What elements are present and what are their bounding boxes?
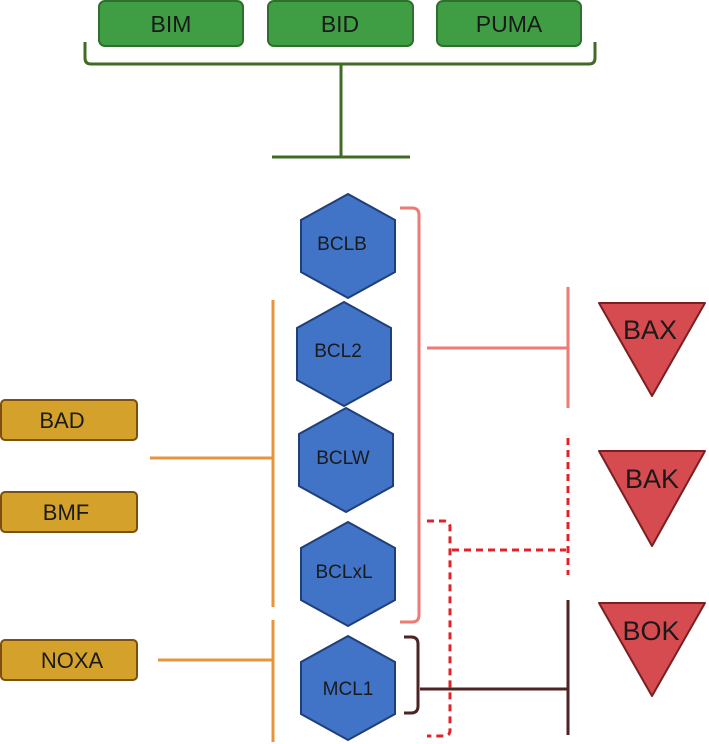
activator-bim: BIM <box>98 0 244 47</box>
antiapoptotic-bracket <box>400 206 421 624</box>
protein-bclb: BCLB <box>300 192 396 300</box>
effector-bok: BOK <box>598 602 706 697</box>
effector-bax-label: BAX <box>623 315 677 345</box>
protein-bclxl-label: BCLxL <box>315 562 372 583</box>
effector-bok-label: BOK <box>622 616 679 646</box>
protein-bclw-label: BCLW <box>316 448 370 469</box>
protein-bcl2: BCL2 <box>296 300 392 408</box>
effector-bak-label: BAK <box>625 464 679 494</box>
activator-bim-label: BIM <box>151 11 192 37</box>
sensitizer-bmf-label: BMF <box>43 500 89 525</box>
effector-bak: BAK <box>598 450 706 547</box>
sensitizer-bmf: BMF <box>0 491 138 533</box>
activator-bid-label: BID <box>321 11 359 37</box>
protein-bclw: BCLW <box>298 406 394 514</box>
protein-bcl2-label: BCL2 <box>314 341 362 362</box>
sensitizer-bad-label: BAD <box>39 408 84 433</box>
protein-mcl1: MCL1 <box>300 634 396 742</box>
activator-bid: BID <box>267 0 414 47</box>
protein-bclb-label: BCLB <box>317 234 367 255</box>
sensitizer-noxa-label: NOXA <box>41 648 104 673</box>
sensitizer-bad: BAD <box>0 399 138 441</box>
protein-bclxl: BCLxL <box>300 520 396 628</box>
activator-puma: PUMA <box>436 0 582 47</box>
bak-dashed-bracket <box>427 519 452 738</box>
mcl1-bracket <box>404 635 420 715</box>
effector-bax: BAX <box>598 302 706 397</box>
protein-mcl1-label: MCL1 <box>323 679 374 700</box>
activator-puma-label: PUMA <box>476 11 543 37</box>
sensitizer-noxa: NOXA <box>0 639 138 681</box>
